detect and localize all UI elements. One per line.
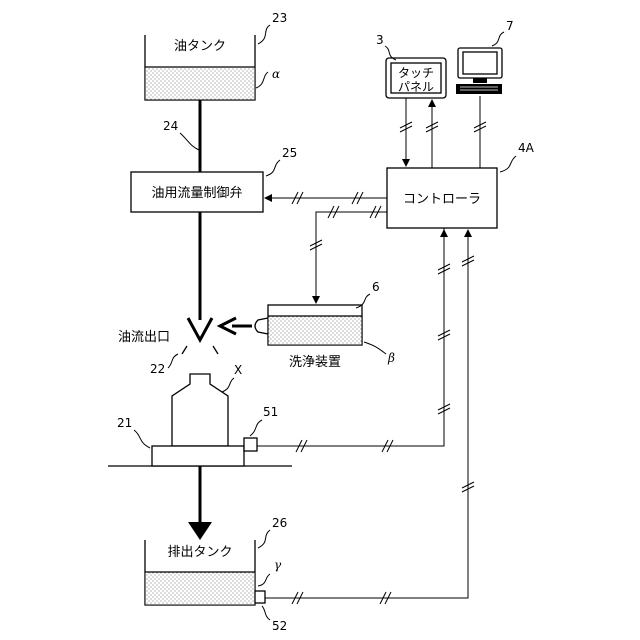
greek-gamma: γ	[274, 558, 282, 572]
outlet-mark-left	[182, 346, 187, 354]
leader-7	[492, 32, 504, 46]
link-sensor52-controller	[265, 230, 468, 598]
hash-marks-top	[400, 122, 486, 132]
oil-tank-label: 油タンク	[174, 39, 226, 54]
drain-arrowhead	[188, 522, 212, 540]
arrow-sensor52	[464, 229, 472, 237]
leader-gamma	[258, 574, 270, 586]
valve-label: 油用流量制御弁	[151, 186, 242, 201]
cleaning-device-label: 洗浄装置	[289, 355, 341, 370]
ref-6: 6	[372, 280, 380, 294]
leader-23	[258, 25, 270, 44]
leader-22	[168, 354, 178, 368]
oil-tank: 油タンク 23 α	[145, 11, 287, 100]
leader-x	[222, 378, 234, 392]
touch-panel-label-2: パネル	[398, 80, 434, 94]
sensor-51	[244, 438, 257, 451]
ref-7: 7	[506, 19, 514, 33]
touch-panel: タッチ パネル 3	[376, 33, 446, 98]
leader-24	[180, 133, 199, 150]
greek-beta: β	[387, 351, 395, 365]
sensor-52	[255, 591, 265, 603]
ref-3: 3	[376, 33, 384, 47]
ref-52: 52	[272, 619, 287, 633]
drain-tank-label: 排出タンク	[167, 545, 232, 560]
ref-4a: 4A	[518, 141, 535, 155]
arrow-sensor51	[440, 229, 448, 237]
ref-23: 23	[272, 11, 287, 25]
leader-21	[134, 430, 150, 448]
ref-51: 51	[263, 405, 278, 419]
ref-22: 22	[150, 362, 165, 376]
leader-51	[250, 420, 262, 436]
leader-4a	[500, 156, 516, 172]
greek-alpha: α	[272, 67, 280, 81]
oil-outlet-label: 油流出口	[118, 330, 170, 345]
ref-26: 26	[272, 516, 287, 530]
nozzle	[255, 318, 268, 334]
ref-24: 24	[163, 119, 178, 133]
computer-icon: 7	[456, 19, 514, 94]
outlet-arrowhead	[188, 318, 212, 340]
ref-x: X	[234, 363, 242, 377]
cleaning-device: 洗浄装置 6 β	[255, 280, 395, 370]
leader-25	[266, 160, 280, 176]
drain-tank: 排出タンク 26 γ 52	[145, 516, 287, 633]
controller: コントローラ 4A	[387, 141, 535, 228]
leader-26	[258, 530, 270, 548]
ref-25: 25	[282, 146, 297, 160]
leader-alpha	[256, 72, 268, 88]
oil-flow-control-valve: 油用流量制御弁 25	[131, 146, 297, 212]
container-x: X	[172, 363, 242, 446]
ref-21: 21	[117, 416, 132, 430]
leader-beta	[364, 342, 386, 354]
leader-52	[262, 606, 270, 620]
outlet-mark-right	[213, 346, 218, 354]
controller-label: コントローラ	[403, 192, 481, 207]
touch-panel-label-1: タッチ	[398, 66, 434, 80]
hash-controller-cleaner	[310, 206, 381, 250]
